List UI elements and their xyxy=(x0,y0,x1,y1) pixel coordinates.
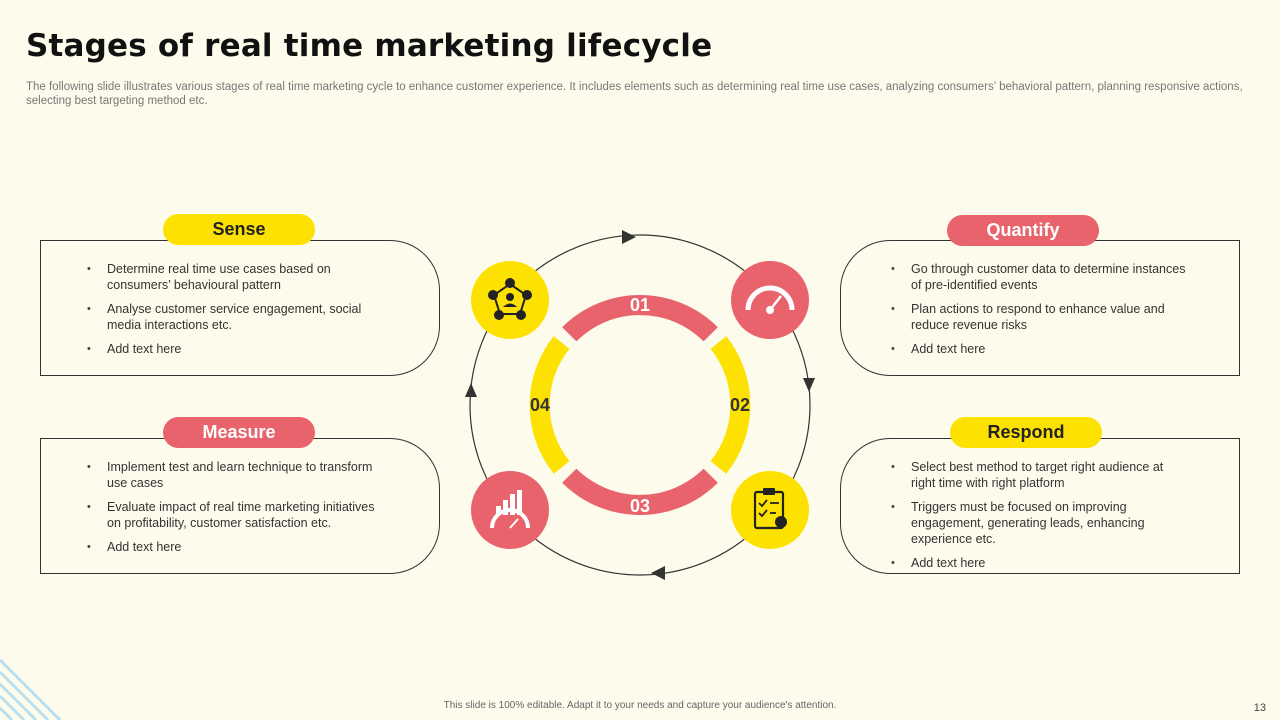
sense-bullet-1: Determine real time use cases based on c… xyxy=(87,261,387,293)
respond-card: Select best method to target right audie… xyxy=(840,438,1240,574)
respond-bullet-1: Select best method to target right audie… xyxy=(891,459,1191,491)
speedometer-icon xyxy=(731,261,809,339)
outer-cycle-ring xyxy=(469,234,811,576)
clipboard-checklist-icon xyxy=(731,471,809,549)
segment-01 xyxy=(562,294,718,342)
arrow-top-icon xyxy=(622,230,636,244)
measure-label: Measure xyxy=(163,417,315,448)
segment-04 xyxy=(529,336,570,474)
audience-network-icon xyxy=(471,261,549,339)
lifecycle-diagram: 01 02 03 04 xyxy=(465,230,815,580)
arrow-bottom-icon xyxy=(651,566,665,580)
segment-03 xyxy=(562,468,718,516)
sense-bullet-2: Analyse customer service engagement, soc… xyxy=(87,301,387,333)
segment-02 xyxy=(710,336,751,474)
quantify-bullet-3: Add text here xyxy=(891,341,1191,357)
respond-label: Respond xyxy=(950,417,1102,448)
page-number: 13 xyxy=(1253,702,1266,714)
measure-bullet-1: Implement test and learn technique to tr… xyxy=(87,459,387,491)
page-title: Stages of real time marketing lifecycle xyxy=(26,28,713,64)
stage-number-02: 02 xyxy=(730,395,750,415)
quantify-label: Quantify xyxy=(947,215,1099,246)
quantify-bullet-2: Plan actions to respond to enhance value… xyxy=(891,301,1191,333)
sense-card: Determine real time use cases based on c… xyxy=(40,240,440,376)
measure-bullet-3: Add text here xyxy=(87,539,387,555)
stage-number-04: 04 xyxy=(530,395,550,415)
quantify-card: Go through customer data to determine in… xyxy=(840,240,1240,376)
sense-bullet-3: Add text here xyxy=(87,341,387,357)
decorative-stripes xyxy=(0,658,62,720)
arrow-right-icon xyxy=(803,378,815,392)
sense-bullet-list: Determine real time use cases based on c… xyxy=(87,261,387,365)
performance-chart-icon xyxy=(471,471,549,549)
respond-bullet-3: Add text here xyxy=(891,555,1191,571)
quantify-bullet-1: Go through customer data to determine in… xyxy=(891,261,1191,293)
stage-number-03: 03 xyxy=(630,496,650,516)
footer-note: This slide is 100% editable. Adapt it to… xyxy=(443,700,837,711)
page-subtitle: The following slide illustrates various … xyxy=(26,81,1243,107)
respond-bullet-2: Triggers must be focused on improving en… xyxy=(891,499,1191,547)
measure-bullet-2: Evaluate impact of real time marketing i… xyxy=(87,499,387,531)
quantify-bullet-list: Go through customer data to determine in… xyxy=(891,261,1191,365)
respond-bullet-list: Select best method to target right audie… xyxy=(891,459,1191,579)
measure-card: Implement test and learn technique to tr… xyxy=(40,438,440,574)
sense-label: Sense xyxy=(163,214,315,245)
stage-number-01: 01 xyxy=(630,295,650,315)
measure-bullet-list: Implement test and learn technique to tr… xyxy=(87,459,387,563)
arrow-left-icon xyxy=(465,383,477,397)
